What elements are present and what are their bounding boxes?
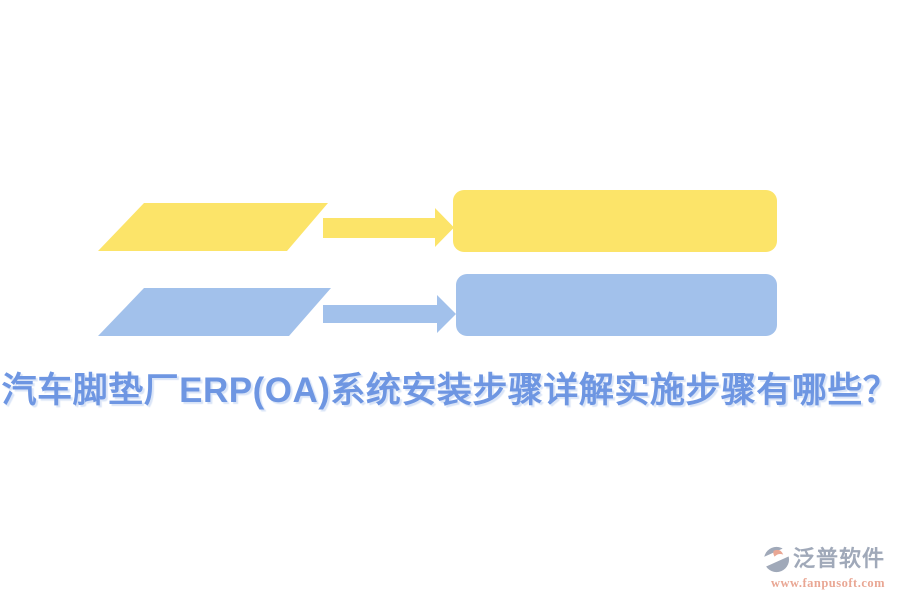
fanpu-logo-icon <box>762 544 791 572</box>
brand-name: 泛普软件 <box>793 546 886 571</box>
input-parallelogram-yellow <box>98 203 328 251</box>
process-rounded-rect-blue <box>456 274 777 336</box>
arrow-right-icon-blue <box>323 295 456 333</box>
page-title: 汽车脚垫厂ERP(OA)系统安装步骤详解实施步骤有哪些？ <box>1 371 899 410</box>
process-rounded-rect-yellow <box>453 190 777 252</box>
brand-url: www.fanpusoft.com <box>770 575 886 590</box>
brand-watermark: 泛普软件 www.fanpusoft.com <box>762 544 894 590</box>
input-parallelogram-blue <box>98 288 331 336</box>
arrow-right-icon-yellow <box>323 208 454 247</box>
